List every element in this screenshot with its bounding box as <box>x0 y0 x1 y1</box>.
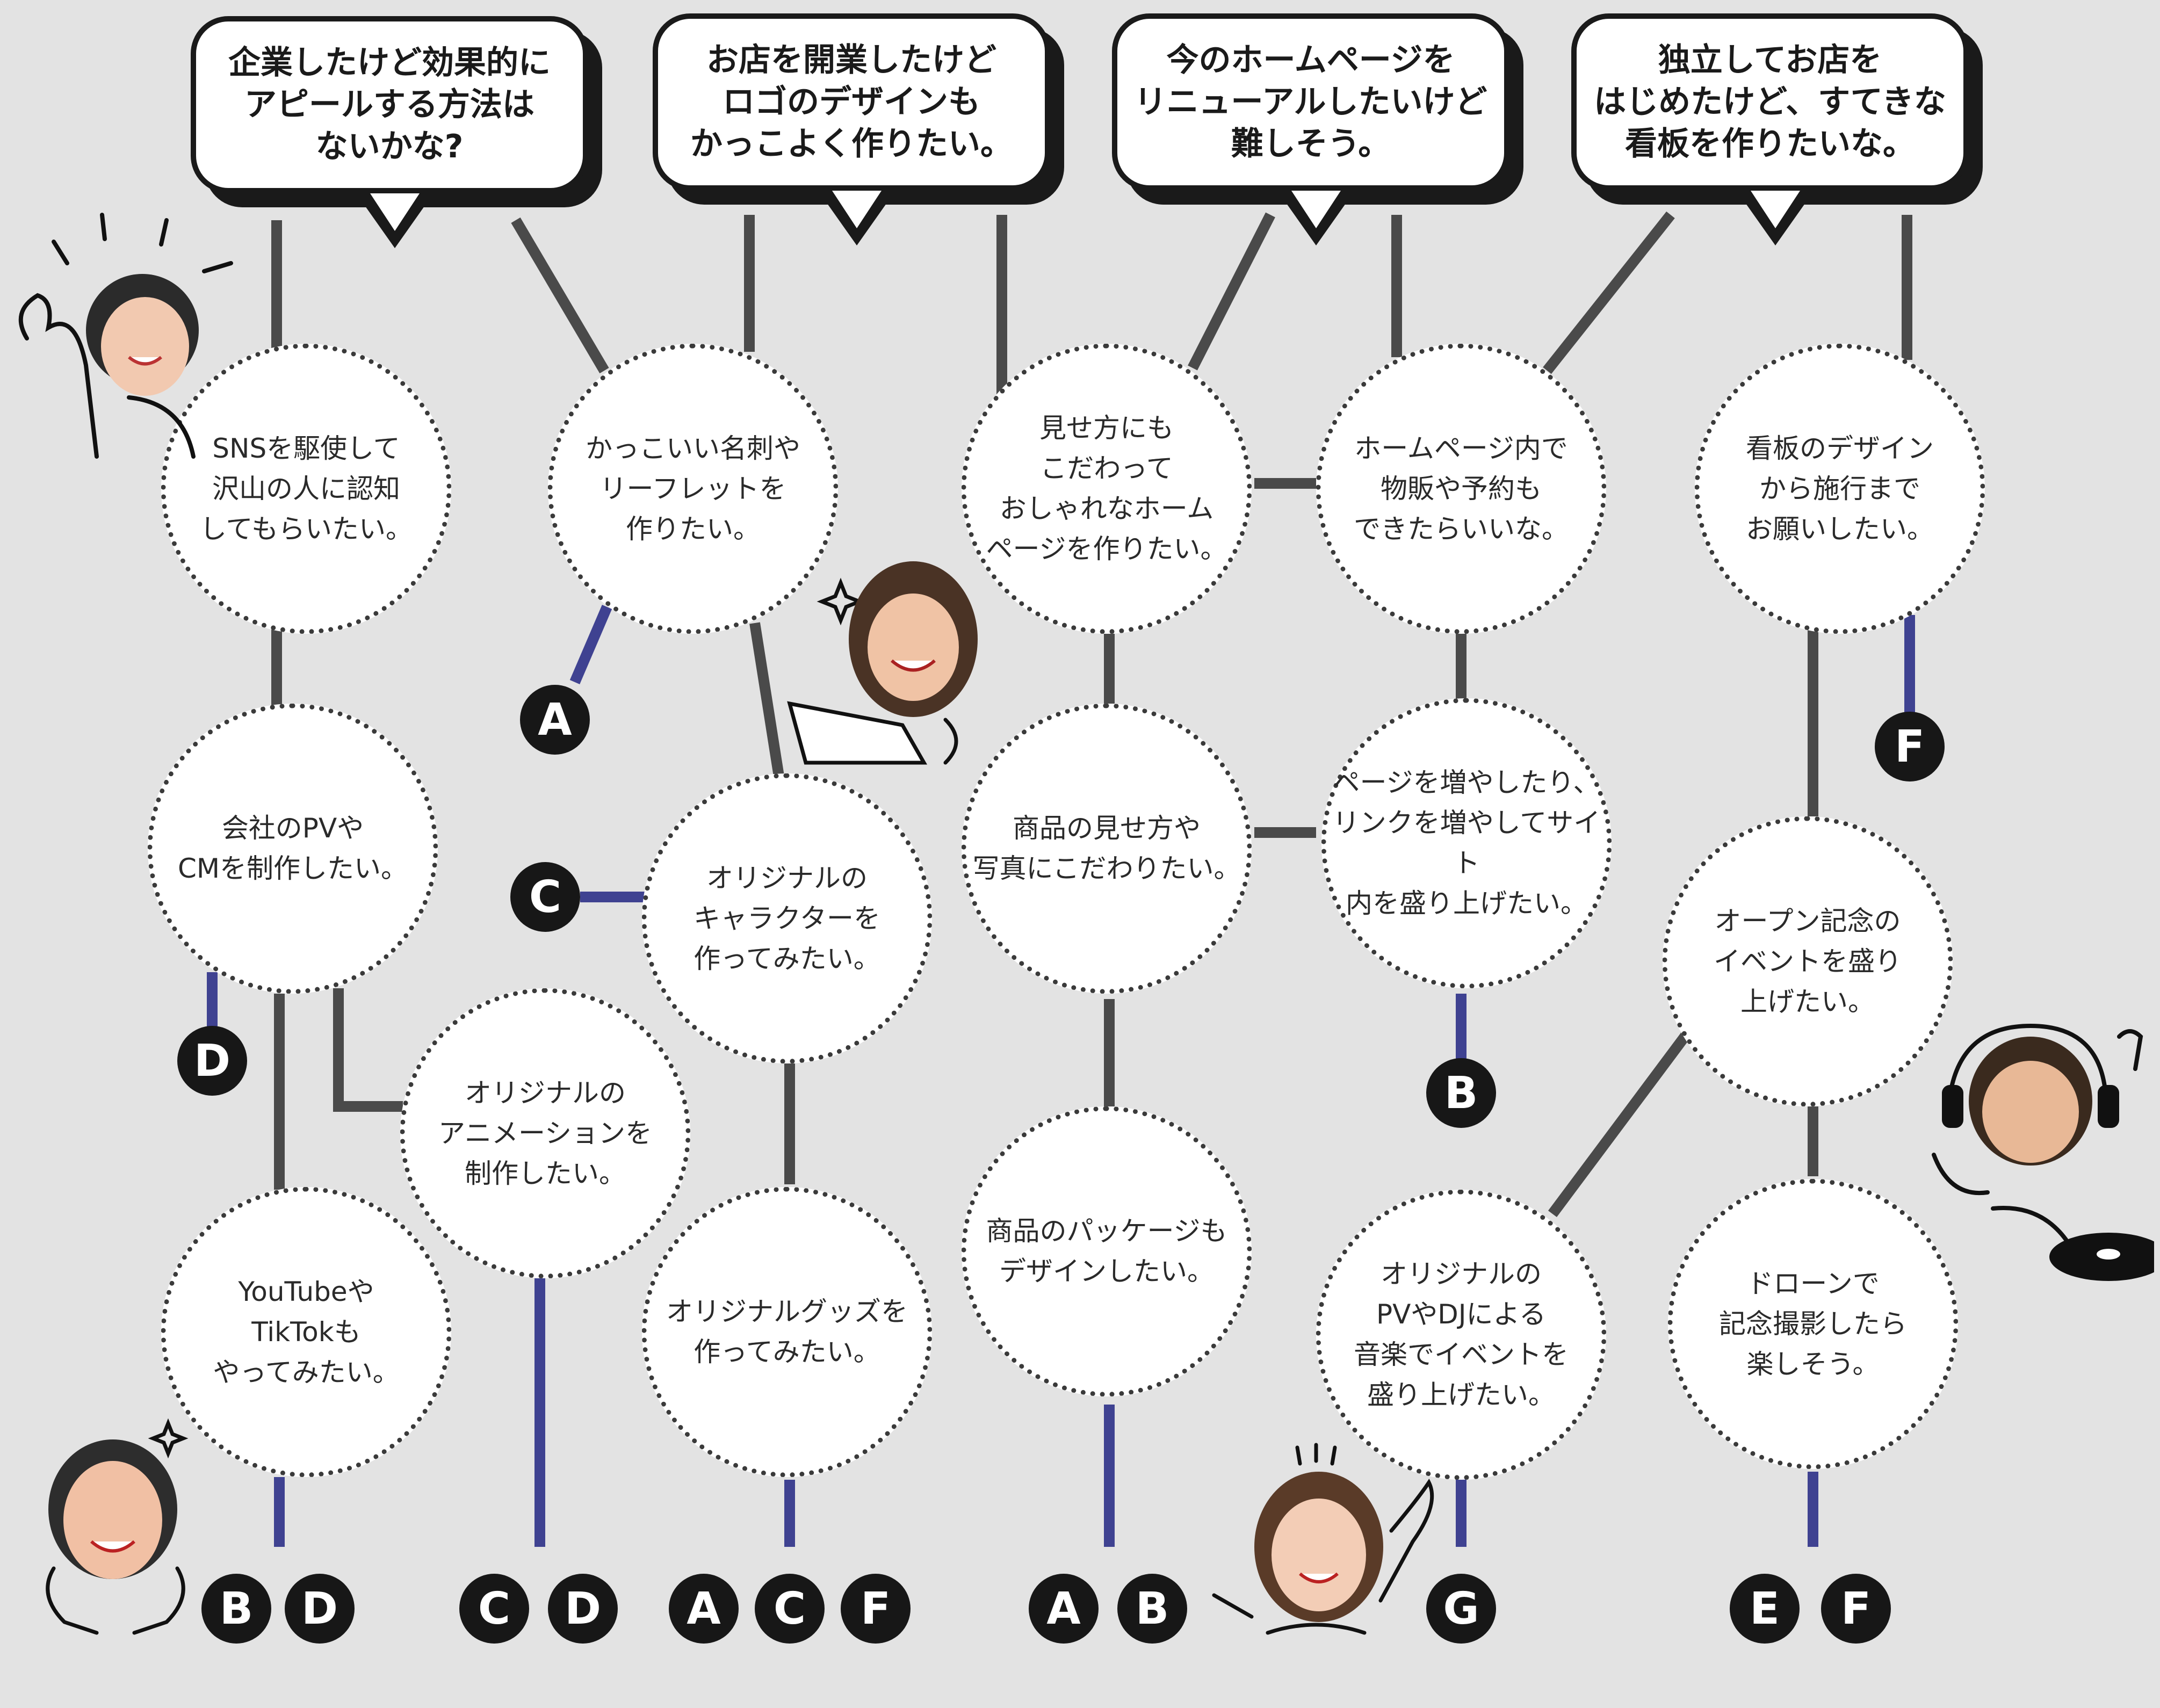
badge-b: B <box>201 1574 271 1644</box>
wish-circle: オリジナルの アニメーションを 制作したい。 <box>400 988 690 1278</box>
bubble-tail <box>1743 191 1808 245</box>
circle-text: 商品のパッケージも デザインしたい。 <box>986 1215 1227 1287</box>
circle-text: オリジナルの キャラクターを 作ってみたい。 <box>693 862 880 974</box>
badge-b: B <box>1117 1574 1187 1644</box>
badge-c: C <box>459 1574 529 1644</box>
bubble-text: 今のホームページを リニューアルしたいけど 難しそう。 <box>1134 41 1487 163</box>
circle-text: オリジナルグッズを 作ってみたい。 <box>666 1296 908 1367</box>
connector-line <box>749 622 784 777</box>
wish-circle: オリジナルの キャラクターを 作ってみたい。 <box>642 773 932 1063</box>
badge-f: F <box>1821 1574 1891 1644</box>
wish-circle: 商品のパッケージも デザインしたい。 <box>962 1106 1252 1396</box>
person-laptop-illustration <box>787 561 978 765</box>
connector-line <box>333 988 403 1112</box>
badge-a: A <box>520 685 590 755</box>
wish-circle: 看板のデザイン から施行まで お願いしたい。 <box>1695 344 1985 634</box>
wish-circle: 商品の見せ方や 写真にこだわりたい。 <box>962 704 1252 994</box>
bubble-text: 独立してお店を はじめたけど、すてきな 看板を作りたいな。 <box>1594 41 1946 163</box>
speech-bubble: お店を開業したけど ロゴのデザインも かっこよく作りたい。 <box>653 13 1050 245</box>
wish-circle: YouTubeや TikTokも やってみたい。 <box>161 1187 451 1477</box>
bubble-tail <box>1284 191 1348 245</box>
circle-text: ドローンで 記念撮影したら 楽しそう。 <box>1719 1268 1907 1380</box>
badge-d: D <box>177 1026 247 1096</box>
circle-text: 商品の見せ方や 写真にこだわりたい。 <box>972 813 1241 884</box>
circle-text: SNSを駆使して 沢山の人に認知 してもらいたい。 <box>200 432 413 545</box>
bubble-tail <box>363 193 427 248</box>
person-dj-illustration <box>1932 1023 2154 1281</box>
badge-a: A <box>669 1574 739 1644</box>
circle-text: ページを増やしたり、 リンクを増やしてサイト 内を盛り上げたい。 <box>1332 767 1601 919</box>
badge-f: F <box>841 1574 911 1644</box>
connector-line <box>1548 1031 1692 1217</box>
circle-text: 見せ方にも こだわって おしゃれなホーム ページを作りたい。 <box>986 412 1227 564</box>
badge-b: B <box>1426 1058 1496 1128</box>
connector-line <box>1543 211 1675 374</box>
badge-c: C <box>510 862 580 932</box>
circle-text: ホームページ内で 物販や予約も できたらいいな。 <box>1354 432 1569 545</box>
speech-bubble: 今のホームページを リニューアルしたいけど 難しそう。 <box>1112 13 1509 245</box>
wish-circle: かっこいい名刺や リーフレットを 作りたい。 <box>548 344 838 634</box>
person-cheering-illustration <box>46 1418 189 1635</box>
bubble-text: 企業したけど効果的に アピールする方法は ないかな? <box>228 44 551 165</box>
connector-line <box>1188 212 1275 371</box>
person-flexing-illustration <box>18 213 233 459</box>
circle-text: かっこいい名刺や リーフレットを 作りたい。 <box>586 432 800 545</box>
badge-g: G <box>1426 1574 1496 1644</box>
badge-d: D <box>548 1574 618 1644</box>
bubble-text: お店を開業したけど ロゴのデザインも かっこよく作りたい。 <box>690 41 1013 163</box>
badge-d: D <box>285 1574 355 1644</box>
accent-line <box>569 605 612 684</box>
bubble-tail <box>825 191 889 245</box>
circle-text: YouTubeや TikTokも やってみたい。 <box>213 1276 400 1388</box>
wish-circle: オープン記念の イベントを盛り 上げたい。 <box>1663 816 1953 1106</box>
badge-f: F <box>1875 712 1945 781</box>
circle-text: 会社のPVや CMを制作したい。 <box>177 813 408 884</box>
circle-text: オープン記念の イベントを盛り 上げたい。 <box>1714 905 1902 1017</box>
badge-e: E <box>1730 1574 1800 1644</box>
badge-c: C <box>755 1574 825 1644</box>
wish-circle: 見せ方にも こだわって おしゃれなホーム ページを作りたい。 <box>962 344 1252 634</box>
circle-text: オリジナルの PVやDJによる 音楽でイベントを 盛り上げたい。 <box>1354 1258 1569 1410</box>
wish-circle: オリジナルグッズを 作ってみたい。 <box>642 1187 932 1477</box>
wish-circle: 会社のPVや CMを制作したい。 <box>148 704 438 994</box>
wish-circle: オリジナルの PVやDJによる 音楽でイベントを 盛り上げたい。 <box>1316 1190 1606 1480</box>
wish-circle: SNSを駆使して 沢山の人に認知 してもらいたい。 <box>161 344 451 634</box>
circle-text: オリジナルの アニメーションを 制作したい。 <box>438 1077 652 1189</box>
connector-line <box>511 217 609 374</box>
speech-bubble: 企業したけど効果的に アピールする方法は ないかな? <box>191 16 588 248</box>
wish-circle: ドローンで 記念撮影したら 楽しそう。 <box>1668 1179 1958 1469</box>
wish-circle: ホームページ内で 物販や予約も できたらいいな。 <box>1316 344 1606 634</box>
circle-text: 看板のデザイン から施行まで お願いしたい。 <box>1746 432 1934 545</box>
wish-circle: ページを増やしたり、 リンクを増やしてサイト 内を盛り上げたい。 <box>1321 698 1612 988</box>
person-waving-illustration <box>1212 1443 1434 1635</box>
badge-a: A <box>1029 1574 1099 1644</box>
speech-bubble: 独立してお店を はじめたけど、すてきな 看板を作りたいな。 <box>1571 13 1969 245</box>
